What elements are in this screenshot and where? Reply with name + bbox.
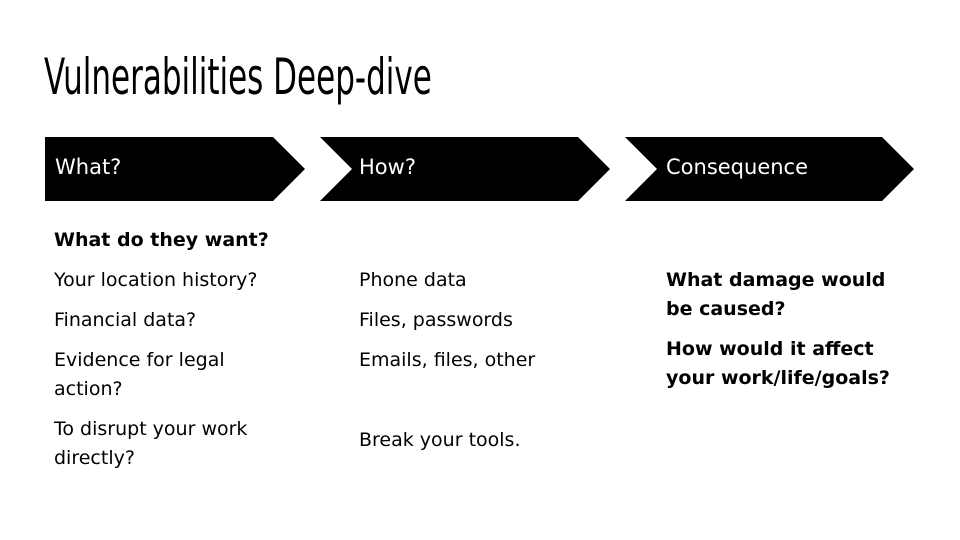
consequence-item: How would it affect your work/life/goals… (666, 338, 890, 389)
what-heading: What do they want? (54, 229, 269, 251)
what-item: To disrupt your work directly? (54, 418, 248, 469)
chevron-how-label: How? (359, 155, 416, 179)
what-item: Evidence for legal action? (54, 349, 225, 400)
chevron-what-label: What? (55, 155, 122, 179)
chevron-consequence-label: Consequence (666, 155, 809, 179)
how-item: Emails, files, other (359, 349, 536, 371)
chevron-what: What? (45, 137, 305, 201)
what-item: Your location history? (54, 269, 258, 291)
how-item: Files, passwords (359, 309, 513, 331)
chevron-consequence: Consequence (625, 137, 914, 201)
what-item: Financial data? (54, 309, 197, 331)
how-item: Phone data (359, 269, 467, 291)
slide-title: Vulnerabilities Deep-dive (44, 48, 432, 106)
how-item: Break your tools. (359, 429, 521, 451)
consequence-item: What damage would be caused? (666, 269, 886, 320)
chevron-how: How? (320, 137, 610, 201)
